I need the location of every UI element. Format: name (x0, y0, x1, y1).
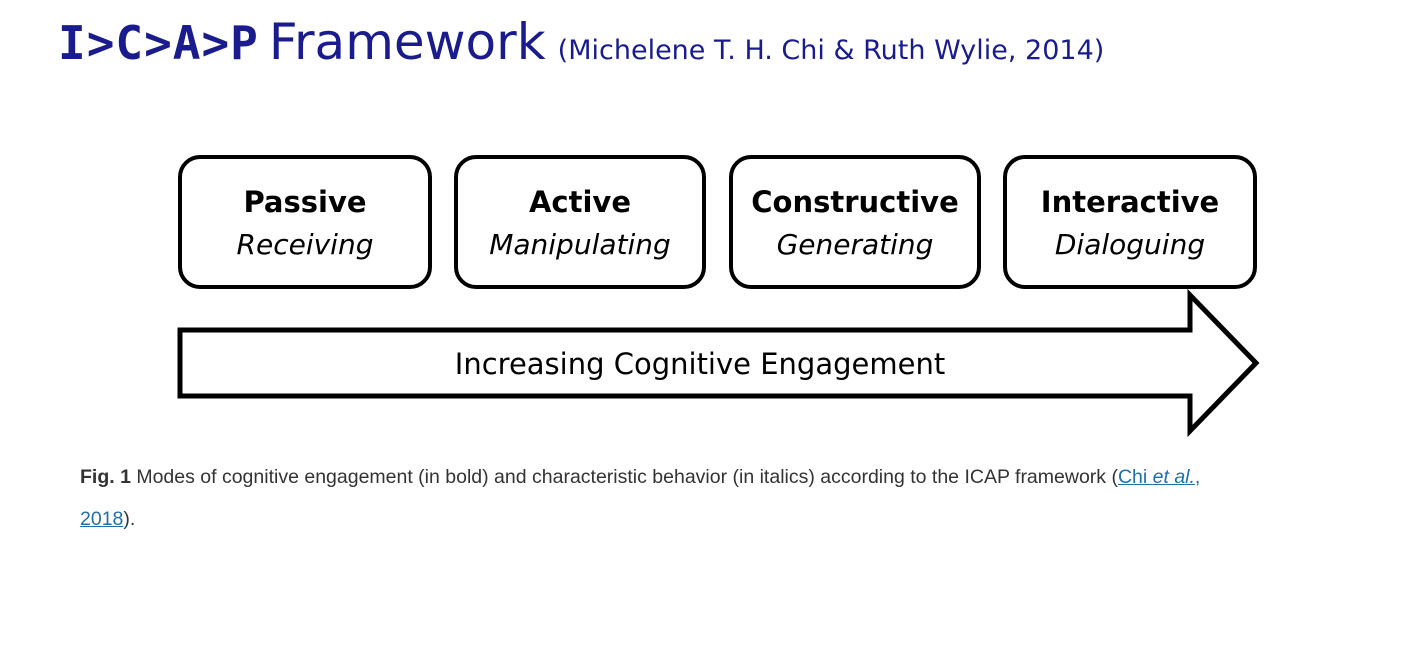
title-word: Framework (268, 13, 546, 71)
caption-closing: ). (123, 508, 136, 530)
mode-behavior: Receiving (237, 228, 374, 261)
mode-name: Passive (243, 185, 366, 219)
reference-link[interactable]: Chi et al., 2018 (80, 466, 1200, 530)
mode-box-interactive (1003, 155, 1257, 289)
mode-behavior: Dialoguing (1055, 228, 1205, 261)
mode-name: Interactive (1041, 185, 1219, 219)
mode-name: Constructive (751, 185, 959, 219)
mode-box-passive (178, 155, 432, 289)
reference-comma: , (1194, 466, 1201, 488)
reference-author: Chi (1117, 466, 1153, 488)
caption-fig-label: Fig. 1 (80, 466, 131, 488)
mode-name: Active (529, 185, 631, 219)
figure-caption: Fig. 1 Modes of cognitive engagement (in… (80, 456, 1310, 540)
engagement-arrow (177, 288, 1260, 438)
mode-behavior: Manipulating (489, 228, 671, 261)
mode-behavior: Generating (777, 228, 934, 261)
reference-etal: et al. (1152, 466, 1195, 488)
mode-box-constructive (729, 155, 981, 289)
title-acronym: I>C>A>P (58, 16, 259, 70)
caption-text: Modes of cognitive engagement (in bold) … (130, 466, 1118, 488)
arrow-label: Increasing Cognitive Engagement (455, 347, 945, 381)
title-citation: (Michelene T. H. Chi & Ruth Wylie, 2014) (557, 35, 1105, 66)
reference-year: 2018 (80, 508, 124, 530)
mode-box-active (454, 155, 706, 289)
